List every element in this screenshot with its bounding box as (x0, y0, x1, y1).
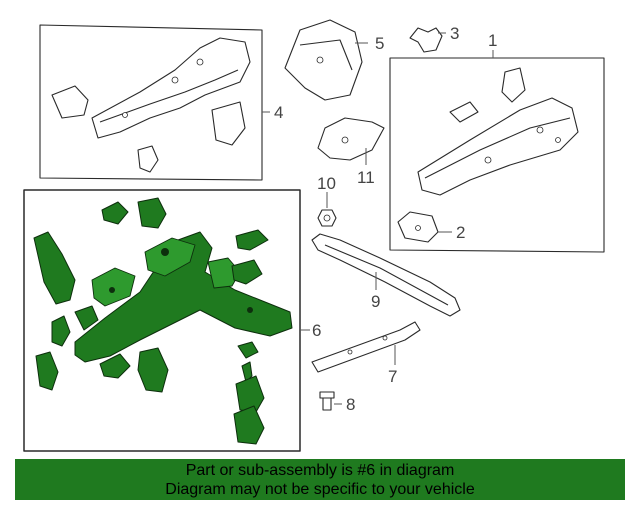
callout-5: 5 (375, 34, 384, 53)
lower-bracket-a (51, 315, 71, 347)
cross-brace (311, 233, 461, 317)
small-bracket (137, 145, 159, 173)
small-plate (449, 101, 479, 123)
gusset-bracket (409, 27, 443, 53)
group-4-box (39, 24, 263, 181)
diagram-notice-banner: Part or sub-assembly is #6 in diagram Di… (15, 459, 625, 500)
part-9 (311, 233, 461, 317)
apron-panel (284, 19, 363, 101)
banner-line-2: Diagram may not be specific to your vehi… (165, 481, 475, 498)
stud (241, 361, 253, 383)
floor-plate (211, 101, 246, 146)
callout-9: 9 (371, 292, 380, 311)
inner-bracket (317, 117, 385, 161)
callout-3: 3 (450, 24, 459, 43)
lower-bracket-d (99, 353, 131, 379)
callout-2: 2 (456, 223, 465, 242)
group-6-box (23, 189, 301, 452)
part-7 (311, 321, 421, 373)
part-2 (397, 211, 439, 243)
side-panel (91, 267, 136, 307)
part-5 (284, 19, 363, 101)
lower-panel-b (233, 405, 265, 445)
part-group-4 (39, 24, 263, 181)
callout-10: 10 (317, 174, 336, 193)
group-1-box (389, 57, 605, 253)
lower-bracket-e (137, 347, 169, 393)
upper-bracket (501, 67, 526, 103)
part-group-6 (23, 189, 301, 452)
callout-6: 6 (312, 321, 321, 340)
rear-rail-assembly (91, 37, 251, 139)
rear-bracket (51, 85, 89, 119)
part-10 (317, 209, 337, 227)
upper-bracket-c (235, 229, 269, 251)
bolt-head (319, 391, 335, 399)
lower-panel-a (235, 375, 265, 413)
side-bracket (231, 259, 263, 285)
callout-1: 1 (488, 31, 497, 50)
part-8 (319, 391, 335, 411)
lower-bracket-c (35, 351, 59, 391)
strut-tower (144, 237, 196, 277)
clip (237, 341, 259, 359)
callout-7: 7 (388, 367, 397, 386)
upper-bracket-a (101, 201, 129, 225)
tie-bar (311, 321, 421, 373)
part-group-1 (389, 57, 605, 253)
callout-11: 11 (357, 168, 375, 187)
apron-rail (33, 231, 76, 305)
part-3 (409, 27, 443, 53)
bolt-shank (322, 397, 332, 411)
lower-bracket-b (74, 305, 99, 331)
part-11 (317, 117, 385, 161)
banner-line-1: Part or sub-assembly is #6 in diagram (185, 462, 455, 479)
callout-4: 4 (274, 103, 283, 122)
callout-8: 8 (346, 395, 355, 414)
upper-bracket-b (137, 197, 167, 229)
